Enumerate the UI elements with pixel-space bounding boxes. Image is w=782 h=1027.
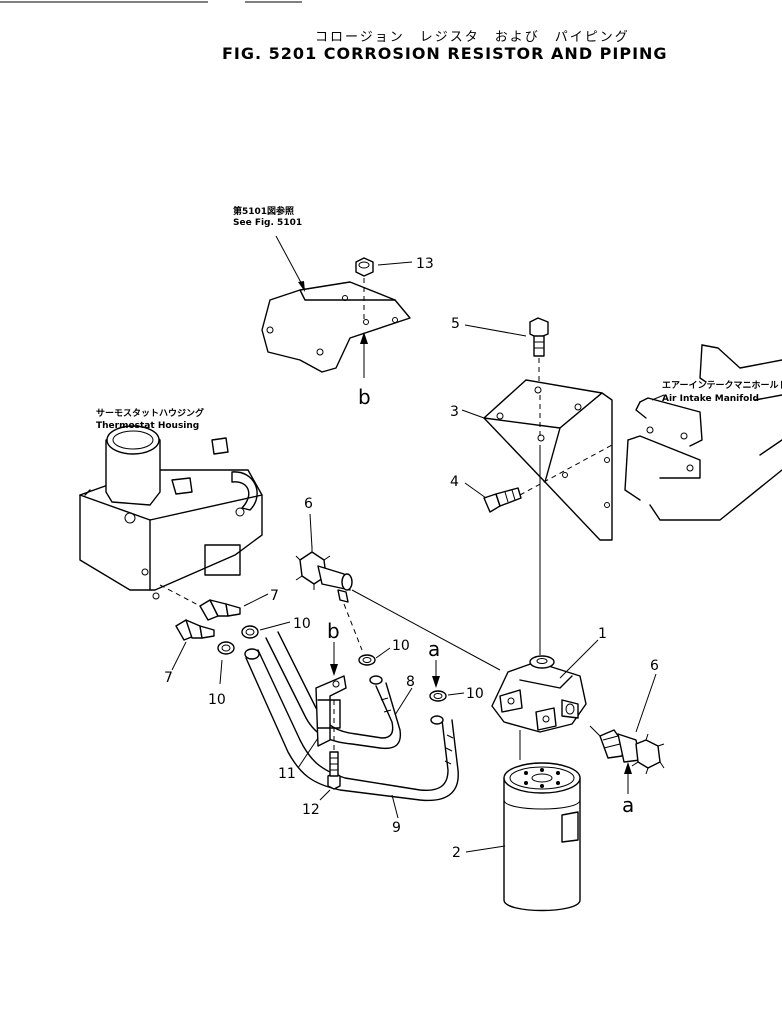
callout-10-right: 10 [466, 686, 484, 702]
hose-clamp-10-center [358, 647, 391, 666]
hose-9 [244, 648, 459, 819]
ref-letter-a-bottom: a [622, 793, 634, 817]
hose-clamp-11 [297, 675, 347, 769]
callout-10-lower: 10 [208, 692, 226, 708]
air-intake-manifold [624, 344, 782, 521]
mounting-bracket-3 [461, 379, 613, 541]
callout-9: 9 [392, 820, 401, 836]
callout-10-center: 10 [392, 638, 410, 654]
callout-8: 8 [406, 674, 415, 690]
ref-arrow-b-bottom [330, 642, 338, 676]
nut-13 [355, 257, 413, 322]
figure-title: FIG. 5201 CORROSION RESISTOR AND PIPING [222, 44, 668, 63]
corrosion-resistor-filter-2 [465, 762, 581, 912]
elbow-fitting-7-upper [159, 584, 269, 621]
ref-letter-a-top: a [428, 637, 440, 661]
valve-6-lower [589, 673, 665, 775]
bolt-4 [464, 482, 522, 513]
callout-2: 2 [452, 845, 461, 861]
callout-3: 3 [450, 404, 459, 420]
thermostat-housing-label: Thermostat Housing [96, 421, 199, 431]
bracket-reference [261, 281, 411, 373]
callout-7-upper: 7 [270, 588, 279, 604]
ref-arrow-a-bottom [624, 762, 632, 794]
bolt-12 [319, 700, 341, 801]
see-fig-note: See Fig. 5101 [233, 218, 302, 228]
thermostat-housing [79, 425, 263, 600]
callout-5: 5 [451, 316, 460, 332]
see-fig-leader [275, 235, 306, 292]
ref-letter-b-bottom: b [327, 619, 340, 643]
hose-clamp-10-upper [241, 621, 291, 639]
thermostat-housing-label-jp: サーモスタットハウジング [96, 407, 204, 419]
valve-6-upper [295, 513, 501, 671]
bolt-5 [464, 317, 549, 395]
elbow-fitting-7-lower [171, 619, 215, 671]
callout-13: 13 [416, 256, 434, 272]
air-intake-manifold-label-jp: エアーインテークマニホールド [662, 380, 782, 391]
hose-clamp-10-right [429, 690, 465, 702]
callout-7-lower: 7 [164, 670, 173, 686]
callout-6-lower: 6 [650, 658, 659, 674]
callout-labels: 第5101図参照 See Fig. 5101 サーモスタットハウジング Ther… [96, 205, 782, 861]
callout-1: 1 [598, 626, 607, 642]
figure-title-japanese: コロージョン レジスタ および パイピング [315, 30, 630, 45]
ref-arrow-b-top [360, 332, 368, 378]
corrosion-resistor-head-1 [491, 639, 599, 760]
callout-4: 4 [450, 474, 459, 490]
hose-clamp-10-lower [217, 641, 235, 685]
air-intake-manifold-label: Air Intake Manifold [662, 394, 759, 404]
callout-11: 11 [278, 766, 296, 782]
callout-6-upper: 6 [304, 496, 313, 512]
see-fig-note-jp: 第5101図参照 [233, 205, 294, 217]
callout-10-upper: 10 [293, 616, 311, 632]
ref-letter-b-top: b [358, 385, 371, 409]
ref-arrow-a-top [432, 660, 440, 688]
callout-12: 12 [302, 802, 320, 818]
